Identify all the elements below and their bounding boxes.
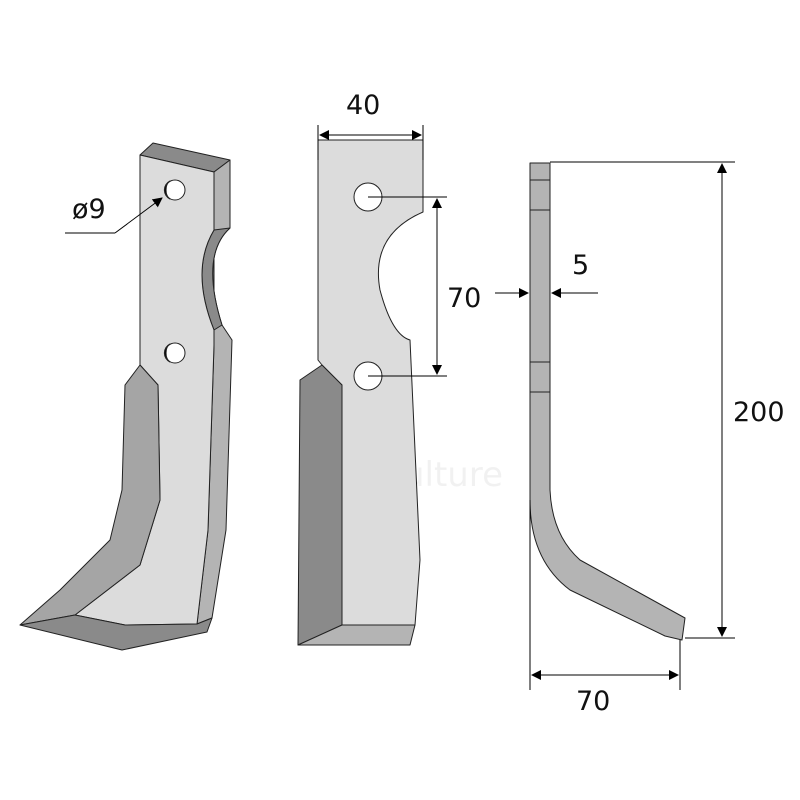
blade-profile xyxy=(529,162,686,641)
blade-bottom xyxy=(297,624,416,646)
hole-spacing-label: 70 xyxy=(447,283,482,314)
height-label: 200 xyxy=(733,397,785,428)
blade-front-view xyxy=(297,139,424,646)
dimension-lines xyxy=(65,125,735,690)
blade-bevel xyxy=(297,364,343,646)
offset-label: 70 xyxy=(576,686,611,717)
hole-diameter-label: ø9 xyxy=(72,194,106,225)
thickness-label: 5 xyxy=(572,250,590,281)
width-label: 40 xyxy=(346,90,381,121)
blade-bottom-face xyxy=(19,614,213,651)
blade-perspective-view xyxy=(19,142,233,651)
blade-side-view xyxy=(529,162,686,641)
